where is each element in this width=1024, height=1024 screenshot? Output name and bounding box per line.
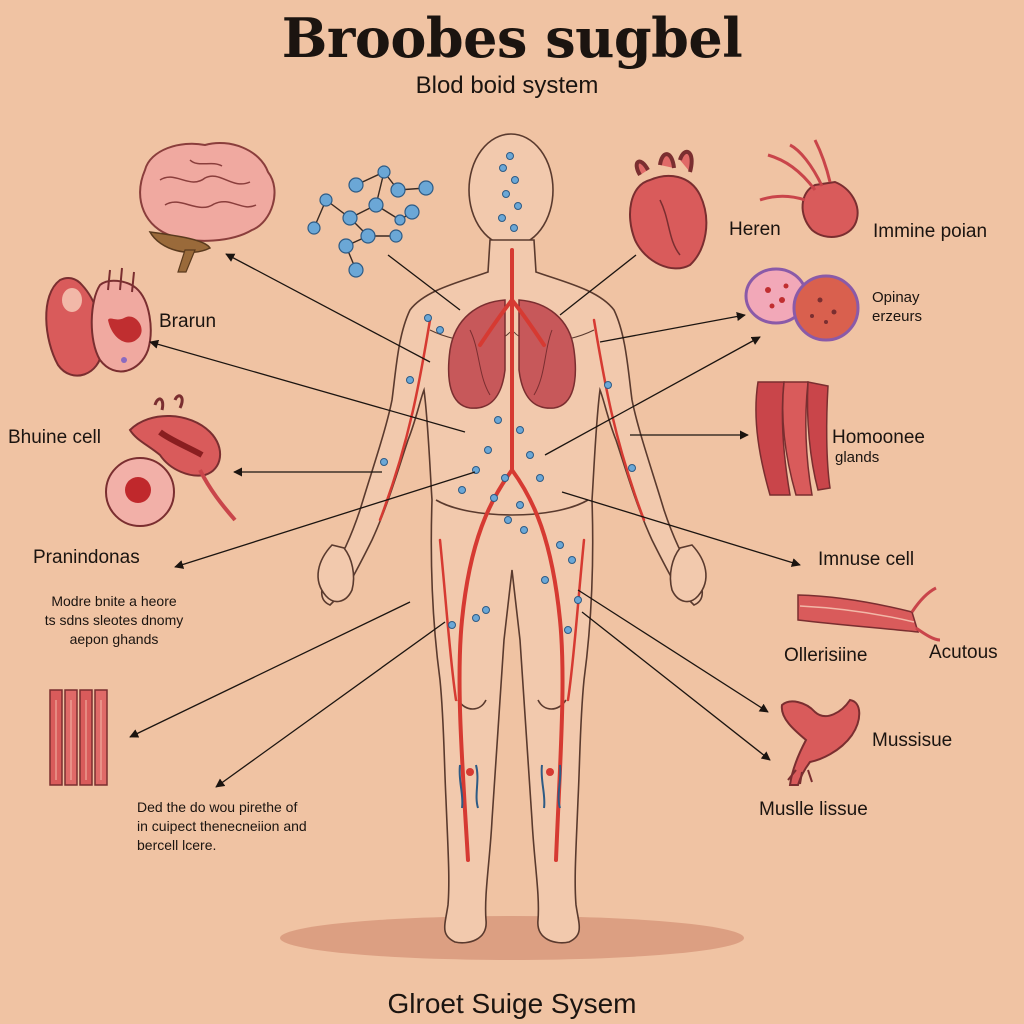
ankle-vessels: [458, 764, 562, 809]
molecule-network-illustration: [307, 165, 434, 278]
label-homoonee-glands: Homoonee glands: [832, 428, 925, 468]
body-molecules: [380, 152, 636, 634]
note-left-middle-line-2: ts sdns sleotes dnomy: [44, 612, 184, 628]
label-heren: Heren: [729, 219, 781, 240]
pointer-lines: [387, 254, 637, 316]
immine-poian-illustration: [759, 139, 859, 238]
homoonee-glands-illustration: [755, 381, 831, 496]
note-left-middle: Modre bnite a heore ts sdns sleotes dnom…: [26, 592, 202, 649]
floor-shadow: [280, 916, 744, 960]
note-left-bottom: Ded the do wou pirethe of in cuipect the…: [137, 798, 307, 855]
heart-illustration: [629, 149, 708, 270]
note-left-bottom-line-1: Ded the do wou pirethe of: [137, 799, 298, 815]
diagram-footer-caption: Glroet Suige Sysem: [387, 988, 637, 1019]
note-left-bottom-line-2: in cuipect thenecneiion and: [137, 818, 307, 834]
label-imnuse-cell: Imnuse cell: [818, 549, 915, 570]
opinay-erzeurs-cells-illustration: [744, 267, 860, 342]
label-ollerisiine: Ollerisiine: [784, 645, 868, 666]
label-homoonee-line-2: glands: [835, 449, 880, 466]
arm-vessels: [378, 318, 646, 702]
note-left-bottom-line-3: bercell lcere.: [137, 837, 217, 853]
ollerisiine-illustration: [797, 586, 941, 642]
label-bhuine-cell: Bhuine cell: [8, 427, 101, 448]
label-mussisue: Mussisue: [872, 730, 953, 751]
label-acutous: Acutous: [929, 642, 998, 663]
label-brarun: Brarun: [159, 311, 217, 332]
bhuine-cell-illustration: [105, 394, 237, 527]
note-left-middle-line-1: Modre bnite a heore: [51, 593, 177, 609]
label-opinay-line-1: Opinay: [872, 289, 920, 306]
note-left-middle-line-3: aepon ghands: [69, 631, 159, 647]
label-opinay-line-2: erzeurs: [872, 308, 923, 325]
label-pranindonas: Pranindonas: [33, 547, 140, 568]
diagram-subtitle: Blod boid system: [415, 72, 599, 99]
label-immine-poian: Immine poian: [873, 221, 988, 242]
pointer-arrows: [129, 253, 801, 788]
label-muslle-lissue: Muslle lissue: [759, 799, 868, 820]
mussisue-illustration: [780, 698, 861, 786]
label-homoonee-line-1: Homoonee: [832, 427, 925, 448]
diagram-title: Broobes sugbel: [281, 6, 743, 70]
kidney-cells-illustration: [45, 267, 152, 377]
brain-illustration: [139, 142, 276, 273]
label-opinay-erzeurs: Opinay erzeurs: [872, 288, 922, 326]
muscle-fibers-illustration: [49, 689, 108, 786]
